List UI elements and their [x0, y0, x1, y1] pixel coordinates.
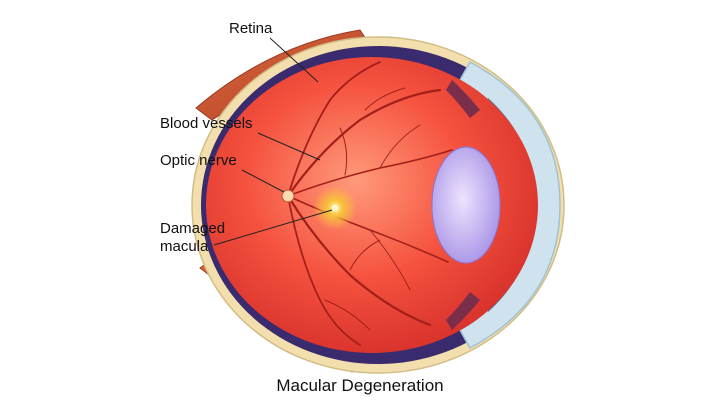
diagram-caption: Macular Degeneration: [276, 376, 444, 395]
label-damaged-macula: Damaged macula: [160, 220, 226, 255]
blood-vessel-network: [286, 61, 453, 346]
leader-line-damaged-macula: [213, 209, 333, 246]
lens: [431, 146, 501, 264]
optic-disc: [281, 189, 295, 203]
label-retina: Retina: [229, 20, 273, 37]
label-optic-nerve: Optic nerve: [160, 152, 237, 169]
leader-line-retina: [269, 37, 319, 83]
retina-interior: [206, 57, 538, 353]
label-blood-vessels: Blood vessels: [160, 115, 253, 132]
leader-line-blood-vessels: [257, 132, 321, 161]
leader-line-optic-nerve: [241, 169, 285, 193]
ciliary-body-top: [446, 80, 480, 118]
ciliary-body-bottom: [446, 292, 480, 330]
leader-lines: [213, 37, 333, 246]
macula-center: [331, 204, 339, 212]
